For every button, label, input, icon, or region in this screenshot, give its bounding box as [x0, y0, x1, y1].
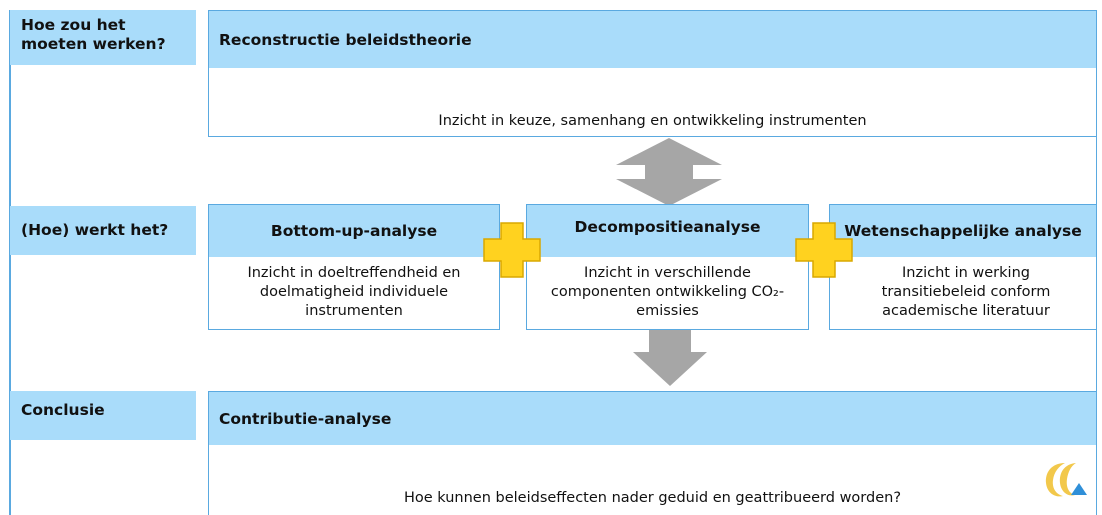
policy-theory-header: Reconstructie beleidstheorie — [209, 11, 1096, 68]
decomposition-title: Decompositieanalyse — [574, 218, 761, 236]
contribution-body: Hoe kunnen beleidseffecten nader geduid … — [209, 486, 1096, 510]
plus-icon — [483, 222, 541, 278]
contribution-title: Contributie-analyse — [219, 409, 392, 428]
row-label-how-should-it-work: Hoe zou het moeten werken? — [10, 10, 196, 65]
logo-icon — [1045, 463, 1087, 497]
scientific-title: Wetenschappelijke analyse — [844, 222, 1082, 240]
policy-theory-text: Inzicht in keuze, samenhang en ontwikkel… — [438, 112, 867, 129]
row-label-does-it-work: (Hoe) werkt het? — [10, 206, 196, 255]
contribution-header: Contributie-analyse — [209, 392, 1096, 445]
double-arrow-icon — [616, 138, 722, 206]
row-label-text: Hoe zou het moeten werken? — [21, 16, 166, 53]
row-label-conclusion: Conclusie — [10, 391, 196, 440]
bottom-up-text: Inzicht in doeltreffendheid en doelmatig… — [247, 264, 461, 319]
scientific-analysis-box: Wetenschappelijke analyse Inzicht in wer… — [829, 204, 1097, 330]
bottom-up-analysis-box: Bottom-up-analyse Inzicht in doeltreffen… — [208, 204, 500, 330]
policy-theory-box: Reconstructie beleidstheorie Inzicht in … — [208, 10, 1097, 137]
plus-icon — [795, 222, 853, 278]
bottom-up-body: Inzicht in doeltreffendheid en doelmatig… — [219, 259, 489, 325]
left-border-line — [9, 10, 11, 515]
bottom-up-title: Bottom-up-analyse — [270, 222, 438, 240]
contribution-text: Hoe kunnen beleidseffecten nader geduid … — [403, 489, 902, 506]
bottom-up-header: Bottom-up-analyse — [209, 205, 499, 257]
scientific-header: Wetenschappelijke analyse — [830, 205, 1096, 257]
row-label-text: Conclusie — [21, 401, 105, 419]
row-label-text: (Hoe) werkt het? — [21, 221, 169, 239]
scientific-text: Inzicht in werking transitiebeleid confo… — [881, 264, 1051, 319]
decomposition-body: Inzicht in verschillende componenten ont… — [542, 259, 793, 325]
policy-theory-body: Inzicht in keuze, samenhang en ontwikkel… — [209, 109, 1096, 133]
down-arrow-icon — [633, 330, 707, 386]
decomposition-analysis-box: Decompositieanalyse Inzicht in verschill… — [526, 204, 809, 330]
scientific-body: Inzicht in werking transitiebeleid confo… — [860, 259, 1072, 325]
policy-theory-title: Reconstructie beleidstheorie — [219, 30, 472, 49]
contribution-analysis-box: Contributie-analyse Hoe kunnen beleidsef… — [208, 391, 1097, 515]
decomposition-text: Inzicht in verschillende componenten ont… — [550, 264, 785, 319]
decomposition-header: Decompositieanalyse — [527, 205, 808, 257]
